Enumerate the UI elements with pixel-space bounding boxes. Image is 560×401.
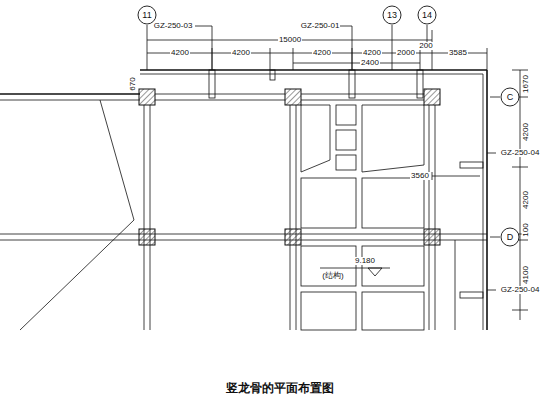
callout-code: GZ-250-01	[300, 22, 341, 30]
dimension-text: 2000	[396, 49, 416, 57]
drawing-caption: 竖龙骨的平面布置图	[0, 380, 560, 397]
dimension-text: 15000	[278, 36, 302, 44]
callout-code: GZ-250-04	[500, 149, 541, 157]
grid-label: 14	[417, 5, 437, 25]
dimension-text: 2400	[360, 59, 380, 67]
grid-bubble: 13	[382, 5, 402, 25]
dimension-text: 3560	[410, 172, 430, 180]
dimension-text: 670	[129, 76, 137, 91]
dimension-text: 4200	[362, 49, 382, 57]
dimension-text: 4200	[231, 49, 251, 57]
callout-code: GZ-250-03	[153, 22, 194, 30]
dimension-text: 1670	[522, 74, 530, 94]
dimension-text: 3585	[448, 49, 468, 57]
grid-label: C	[500, 87, 520, 107]
dimension-text: 200	[418, 42, 433, 50]
dimension-text: 4200	[312, 49, 332, 57]
grid-bubble: C	[500, 87, 520, 107]
grid-label: 13	[382, 5, 402, 25]
dimension-text: 4200	[170, 49, 190, 57]
dimension-text: 4200	[522, 122, 530, 142]
grid-bubble: 14	[417, 5, 437, 25]
elevation-value: 9.180	[354, 257, 376, 265]
elevation-note: (结构)	[321, 272, 344, 280]
callout-code: GZ-250-04	[500, 286, 541, 294]
dimension-text: 100	[522, 222, 530, 237]
grid-label: D	[500, 227, 520, 247]
dimension-text: 4200	[522, 190, 530, 210]
grid-bubble: D	[500, 227, 520, 247]
dimension-text: 4100	[522, 265, 530, 285]
